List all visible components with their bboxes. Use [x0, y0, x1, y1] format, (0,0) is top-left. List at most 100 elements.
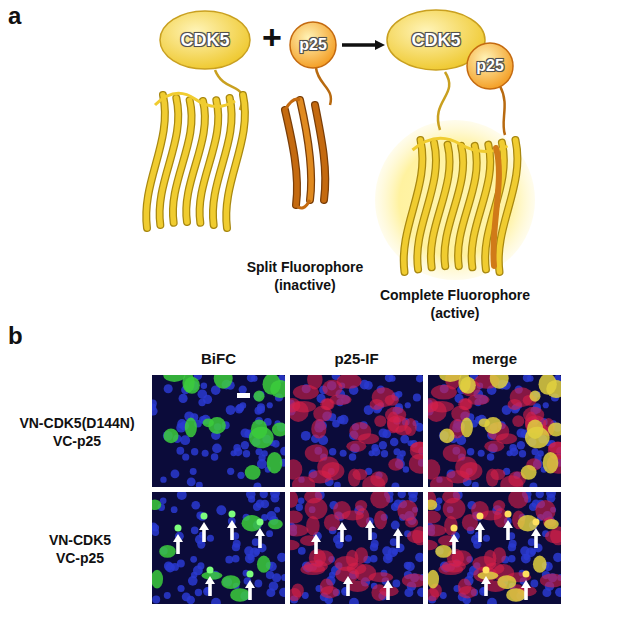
- nucleus: [179, 394, 188, 403]
- beta-strand: [499, 140, 518, 272]
- red-cell: [370, 399, 384, 410]
- green-cell: [268, 519, 283, 529]
- beta-barrel: [146, 93, 245, 228]
- nucleus: [202, 450, 209, 457]
- green-cell: [254, 391, 265, 402]
- red-cell: [320, 398, 333, 410]
- nucleus: [467, 448, 474, 455]
- red-cell: [493, 500, 505, 511]
- red-cell: [337, 373, 362, 388]
- pointer-arrow: [255, 528, 265, 548]
- red-cell: [285, 524, 309, 536]
- nucleus: [197, 562, 204, 569]
- red-cell: [305, 444, 328, 462]
- nucleus: [472, 482, 479, 489]
- nucleus: [260, 490, 268, 498]
- nucleus: [520, 546, 530, 556]
- nucleus: [211, 453, 218, 460]
- nucleus: [186, 596, 195, 605]
- red-cell: [374, 415, 386, 427]
- nucleus: [176, 447, 184, 455]
- pointer-arrow: [311, 534, 321, 554]
- nucleus: [329, 448, 336, 455]
- pointer-arrow: [205, 576, 215, 596]
- nucleus: [529, 482, 537, 490]
- nucleus: [191, 501, 200, 510]
- red-cell: [355, 500, 367, 511]
- scale-bar: [237, 393, 250, 398]
- pointer-arrow: [521, 580, 531, 600]
- nucleus: [257, 403, 265, 411]
- bright-spot: [247, 571, 254, 578]
- red-cell: [423, 524, 447, 536]
- green-cell: [439, 370, 461, 382]
- beta-hairpin: [285, 99, 325, 208]
- red-cell: [370, 489, 390, 508]
- red-cell: [311, 419, 326, 438]
- green-cell: [525, 427, 550, 448]
- bright-spot: [257, 519, 264, 526]
- nucleus: [519, 450, 526, 457]
- red-cell: [405, 517, 418, 527]
- nucleus: [196, 482, 203, 489]
- micrograph: [419, 488, 566, 607]
- beta-strand: [226, 95, 245, 228]
- nucleus: [345, 535, 352, 542]
- nucleus: [207, 535, 214, 542]
- red-cell: [404, 418, 416, 436]
- nucleus: [234, 447, 243, 456]
- nucleus: [171, 506, 178, 513]
- bright-spot: [505, 511, 512, 518]
- nucleus: [197, 389, 207, 399]
- nucleus: [164, 384, 173, 393]
- nucleus: [149, 399, 157, 407]
- red-cell: [374, 510, 387, 529]
- pointer-arrow: [503, 520, 513, 540]
- nucleus: [381, 450, 388, 457]
- red-cell: [460, 462, 483, 480]
- nucleus: [301, 431, 311, 441]
- nucleus: [240, 402, 247, 409]
- bright-spot: [477, 513, 484, 520]
- green-cell: [424, 500, 437, 510]
- micrograph: [149, 368, 290, 490]
- red-cell: [500, 475, 523, 494]
- nucleus: [177, 585, 184, 592]
- nucleus: [349, 453, 356, 460]
- green-cell: [151, 570, 163, 589]
- green-cell: [497, 575, 516, 589]
- red-cell: [284, 510, 303, 523]
- green-cell: [533, 556, 547, 573]
- beta-strand: [300, 100, 311, 200]
- green-cell: [221, 575, 240, 589]
- red-cell: [385, 395, 399, 406]
- nucleus: [510, 447, 519, 456]
- red-cell: [285, 459, 303, 479]
- green-cell: [461, 417, 473, 437]
- shape-fill: [160, 11, 250, 69]
- red-cell: [508, 489, 528, 508]
- nucleus: [225, 556, 233, 564]
- reaction-arrow: [342, 43, 381, 47]
- image-ground: [152, 375, 285, 487]
- green-cell: [208, 417, 226, 434]
- nucleus: [269, 581, 279, 591]
- nucleus: [483, 535, 490, 542]
- nucleus: [391, 482, 399, 490]
- pointer-arrow: [245, 580, 255, 600]
- nucleus: [508, 555, 516, 563]
- nucleus: [400, 435, 409, 444]
- nucleus: [177, 490, 187, 500]
- nucleus: [280, 447, 289, 456]
- nucleus: [390, 438, 399, 447]
- bright-spot: [229, 511, 236, 518]
- red-cell: [443, 444, 466, 462]
- nucleus: [393, 448, 400, 455]
- red-cell: [422, 398, 438, 413]
- nucleus: [243, 450, 250, 457]
- green-cell: [521, 465, 537, 480]
- green-cell: [214, 368, 233, 388]
- nucleus: [149, 407, 158, 416]
- beta-strand: [285, 110, 297, 205]
- green-cell: [163, 429, 178, 444]
